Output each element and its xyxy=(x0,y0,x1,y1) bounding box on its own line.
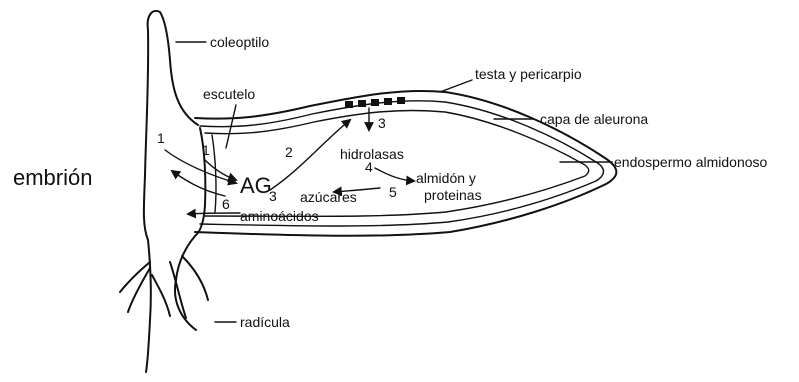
step-1b: 1 xyxy=(202,142,210,158)
label-ag: AG xyxy=(240,173,272,198)
step-5: 5 xyxy=(389,184,397,200)
arrow-6b xyxy=(188,213,240,214)
label-aleurona: capa de aleurona xyxy=(540,111,648,127)
label-almidon: almidón y xyxy=(416,170,476,186)
label-endospermo: endospermo almidonoso xyxy=(614,154,768,170)
aleurone-inner-line xyxy=(205,110,589,216)
arrow-1a xyxy=(165,150,236,183)
label-coleoptilo: coleoptilo xyxy=(210,34,269,50)
step-4: 4 xyxy=(365,159,373,175)
label-testa: testa y pericarpio xyxy=(475,66,582,82)
arrow-1b xyxy=(205,160,236,180)
arrow-2 xyxy=(270,120,350,190)
step-2: 2 xyxy=(285,144,293,160)
arrow-6a xyxy=(172,171,225,196)
label-escutelo: escutelo xyxy=(203,86,255,102)
label-radicula: radícula xyxy=(240,314,290,330)
label-aminoacidos: aminoácidos xyxy=(240,208,319,224)
label-proteinas: proteinas xyxy=(424,187,482,203)
arrow-4 xyxy=(375,168,414,181)
label-embrion: embrión xyxy=(13,165,92,190)
step-1a: 1 xyxy=(157,130,165,146)
radicle xyxy=(120,236,208,372)
embryo-outline xyxy=(144,11,198,240)
step-6: 6 xyxy=(222,196,230,212)
testa-leader xyxy=(440,80,472,92)
step-3: 3 xyxy=(378,115,386,131)
scutellum-inner xyxy=(212,135,216,212)
